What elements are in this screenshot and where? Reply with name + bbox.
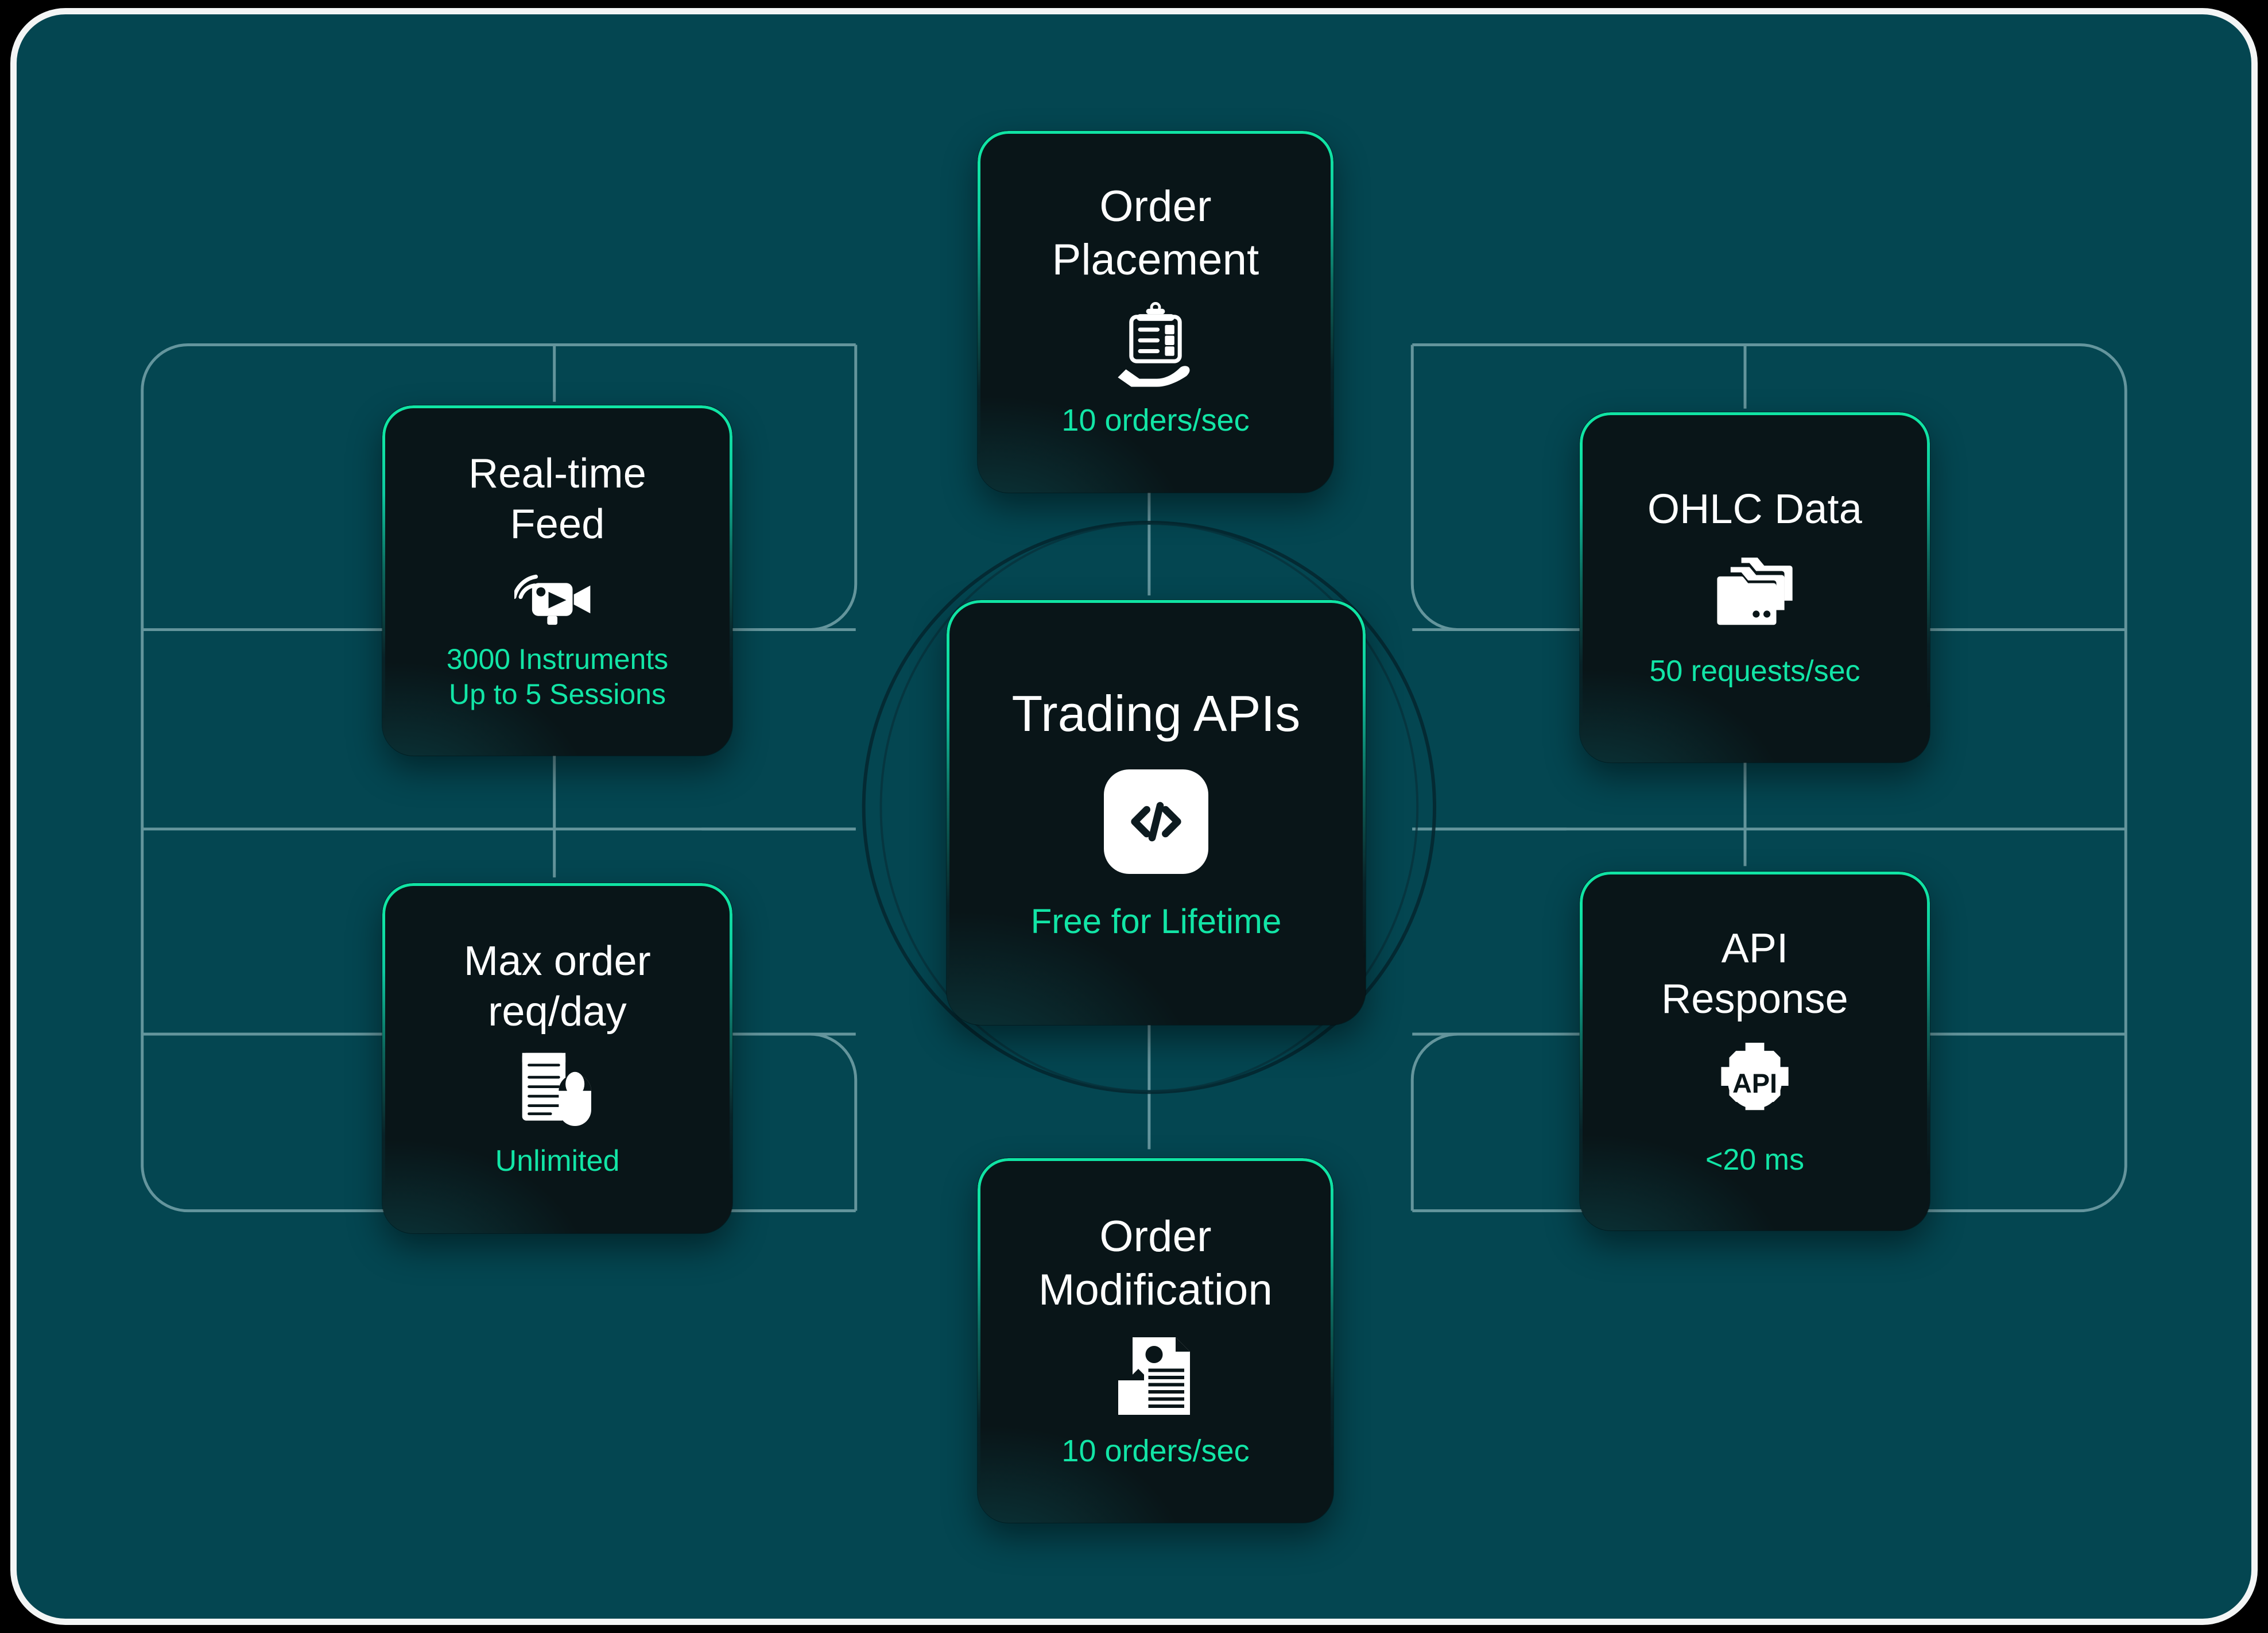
card-title-line2: Modification [1038,1265,1273,1314]
card-max-order-req-day[interactable]: Max order req/day Unlimited [382,883,732,1233]
card-title: Trading APIs [1011,684,1301,742]
code-brackets-icon [1104,769,1208,874]
api-gear-icon: API [1712,1039,1798,1125]
card-title: Real-time Feed [468,449,646,550]
card-title-line1: Order [1099,182,1212,231]
card-title: Order Modification [1038,1210,1273,1317]
card-value: 3000 Instruments Up to 5 Sessions [447,642,668,712]
card-title: API Response [1661,924,1848,1025]
card-title-line1: Max order [464,938,651,985]
document-with-mouse-icon [517,1050,598,1127]
card-title: OHLC Data [1647,486,1862,533]
card-title-line2: Feed [510,501,605,547]
card-value-line1: 3000 Instruments [446,643,669,675]
clipboard-in-hand-icon [1112,301,1199,388]
card-trading-apis-hub[interactable]: Trading APIs Free for Lifetime [947,600,1366,1025]
card-value: Unlimited [495,1144,620,1178]
document-bookmark-icon [1112,1332,1199,1418]
card-title-line1: API [1721,925,1789,972]
card-title-line2: req/day [488,989,627,1035]
card-title: Max order req/day [464,937,651,1038]
card-value: 10 orders/sec [1061,403,1250,438]
card-order-placement[interactable]: Order Placement 10 orders/sec [978,131,1333,493]
card-value: Free for Lifetime [1030,902,1282,941]
code-chip [1104,769,1208,874]
card-title-line1: Real-time [468,451,646,497]
card-value: 10 orders/sec [1061,1434,1250,1469]
card-realtime-feed[interactable]: Real-time Feed 3000 Instruments Up to 5 … [382,405,732,756]
card-title-line2: Placement [1052,235,1259,285]
device-frame: Order Placement 10 orders/sec Real-time [10,8,2258,1625]
card-order-modification[interactable]: Order Modification 10 orders/sec [978,1158,1333,1523]
card-title-line1: Order [1099,1212,1212,1261]
streaming-video-camera-icon [514,559,600,627]
card-title: Order Placement [1052,180,1259,287]
card-ohlc-data[interactable]: OHLC Data 50 requests/sec [1580,412,1930,763]
card-title-line2: Response [1661,976,1848,1022]
card-value-line2: Up to 5 Sessions [449,678,666,710]
card-value: 50 requests/sec [1649,655,1860,688]
card-value: <20 ms [1705,1143,1804,1177]
stacked-folders-icon [1712,555,1798,630]
api-gear-label: API [1732,1068,1777,1098]
card-api-response[interactable]: API Response API <20 ms [1580,872,1930,1230]
